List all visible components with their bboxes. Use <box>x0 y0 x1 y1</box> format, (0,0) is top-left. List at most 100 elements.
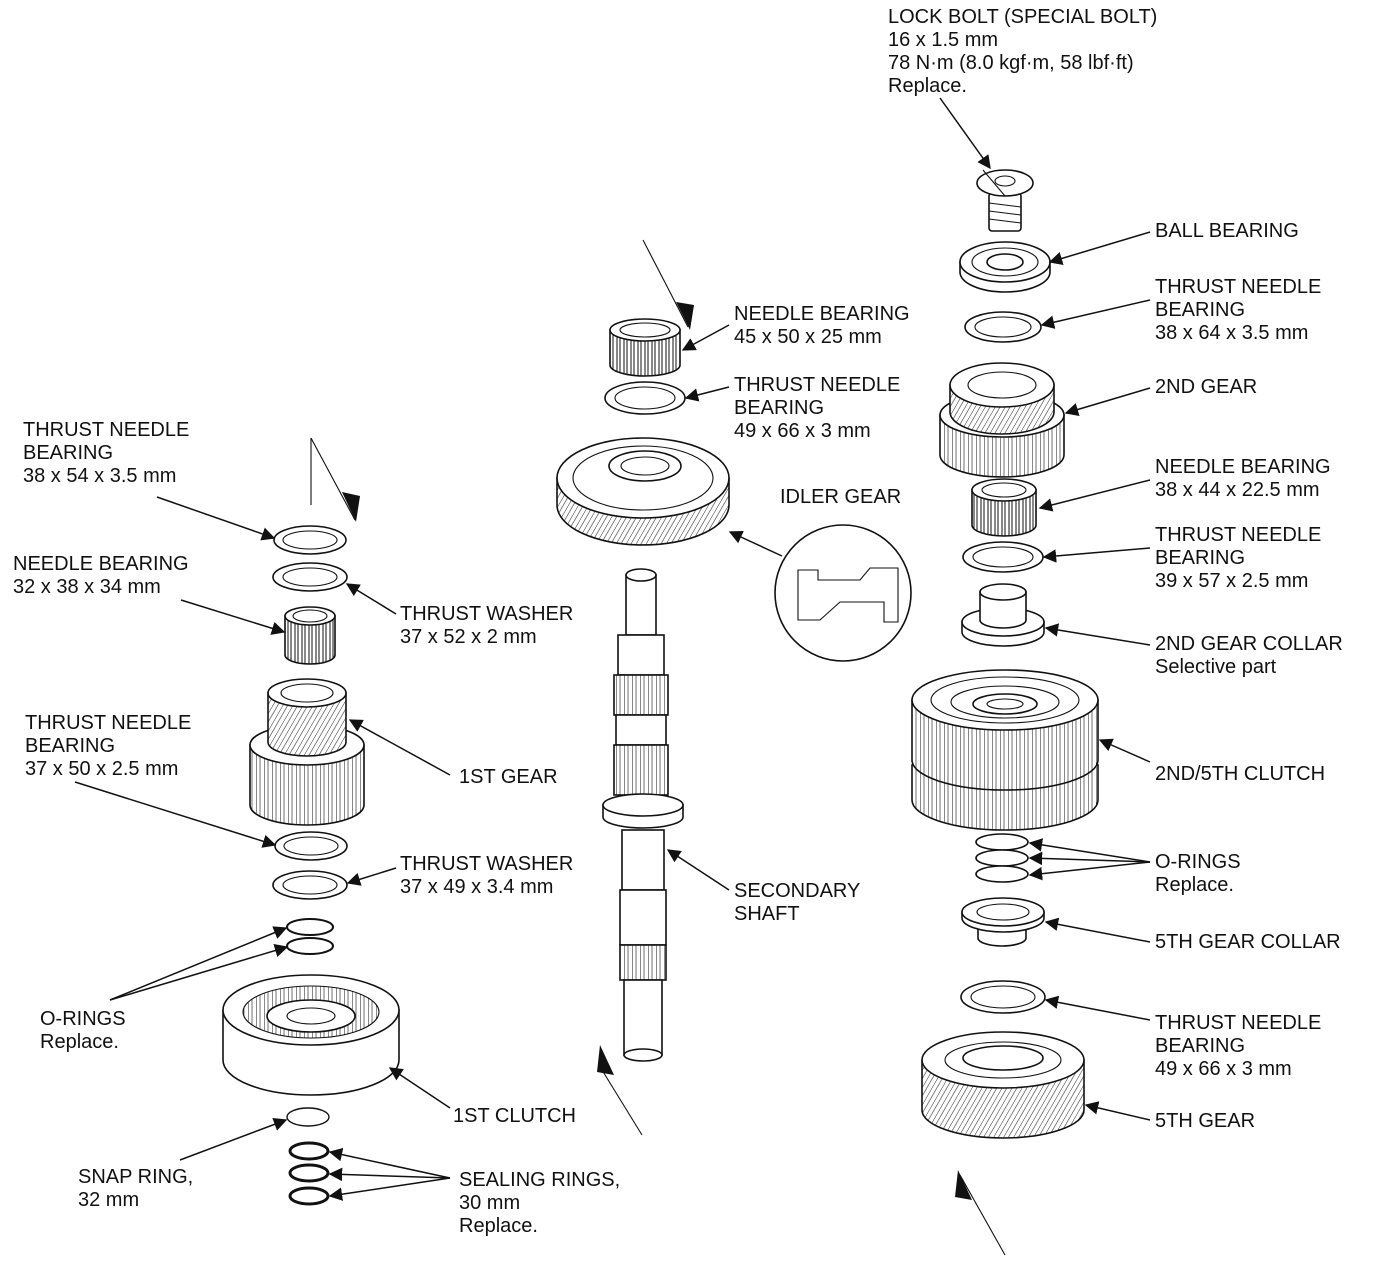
thrust-bearing-49-66-right-part <box>960 980 1046 1014</box>
label-line: THRUST NEEDLE <box>1155 276 1322 298</box>
label-line: 2ND GEAR COLLAR <box>1155 633 1343 655</box>
label-line: 49 x 66 x 3 mm <box>1155 1058 1292 1080</box>
label-second-gear-collar: 2ND GEAR COLLAR Selective part <box>1155 633 1343 679</box>
label-thrust-bearing-49-66-mid: THRUST NEEDLE BEARING 49 x 66 x 3 mm <box>734 374 900 443</box>
label-line: NEEDLE BEARING <box>13 553 189 575</box>
label-line: 5TH GEAR COLLAR <box>1155 931 1341 953</box>
label-thrust-washer-37-52: THRUST WASHER 37 x 52 x 2 mm <box>400 603 573 649</box>
label-thrust-bearing-39-57: THRUST NEEDLE BEARING 39 x 57 x 2.5 mm <box>1155 524 1321 593</box>
label-fifth-gear: 5TH GEAR <box>1155 1110 1255 1133</box>
label-thrust-bearing-37-50: THRUST NEEDLE BEARING 37 x 50 x 2.5 mm <box>25 712 191 781</box>
thrust-bearing-37-50-part <box>274 831 348 861</box>
label-thrust-washer-37-49: THRUST WASHER 37 x 49 x 3.4 mm <box>400 853 573 899</box>
thrust-bearing-49-66-mid-part <box>604 381 686 415</box>
label-o-rings-left: O-RINGS Replace. <box>40 1008 126 1054</box>
thrust-bearing-38-54-part <box>273 525 347 555</box>
label-line: 32 x 38 x 34 mm <box>13 576 161 598</box>
label-line: 37 x 50 x 2.5 mm <box>25 758 179 780</box>
label-first-gear: 1ST GEAR <box>459 766 558 789</box>
label-line: 1ST CLUTCH <box>453 1105 576 1127</box>
ball-bearing-part <box>959 241 1051 293</box>
label-line: 45 x 50 x 25 mm <box>734 326 882 348</box>
needle-bearing-45-50-part <box>609 318 681 377</box>
label-line: 32 mm <box>78 1189 140 1211</box>
label-line: NEEDLE BEARING <box>1155 456 1331 478</box>
label-thrust-bearing-49-66-right: THRUST NEEDLE BEARING 49 x 66 x 3 mm <box>1155 1012 1321 1081</box>
needle-bearing-32-38-part <box>284 606 336 665</box>
label-line: THRUST NEEDLE <box>1155 524 1322 546</box>
label-needle-bearing-38-44: NEEDLE BEARING 38 x 44 x 22.5 mm <box>1155 456 1331 502</box>
label-line: THRUST NEEDLE <box>25 712 192 734</box>
label-line: SHAFT <box>734 903 800 925</box>
label-line: 38 x 54 x 3.5 mm <box>23 465 177 487</box>
label-line: BEARING <box>734 397 825 419</box>
label-line: 2ND/5TH CLUTCH <box>1155 763 1326 785</box>
label-line: 49 x 66 x 3 mm <box>734 420 871 442</box>
label-sealing-rings: SEALING RINGS, 30 mm Replace. <box>459 1169 620 1238</box>
fifth-gear-collar-part <box>961 897 1045 947</box>
label-line: SNAP RING, <box>78 1166 194 1188</box>
secondary-shaft-part <box>602 568 684 1062</box>
fifth-gear-part <box>921 1031 1085 1139</box>
label-line: 37 x 49 x 3.4 mm <box>400 876 554 898</box>
label-line: Replace. <box>888 75 967 97</box>
label-line: SEALING RINGS, <box>459 1169 621 1191</box>
label-needle-bearing-32-38: NEEDLE BEARING 32 x 38 x 34 mm <box>13 553 189 599</box>
label-line: 38 x 44 x 22.5 mm <box>1155 479 1320 501</box>
label-line: THRUST WASHER <box>400 603 574 625</box>
label-line: 5TH GEAR <box>1155 1110 1256 1132</box>
label-fifth-gear-collar: 5TH GEAR COLLAR <box>1155 931 1341 954</box>
label-line: 2ND GEAR <box>1155 376 1258 398</box>
label-line: BEARING <box>23 442 114 464</box>
label-line: NEEDLE BEARING <box>734 303 910 325</box>
second-gear-collar-part <box>961 583 1045 647</box>
label-line: Replace. <box>1155 874 1234 896</box>
idler-gear-part <box>556 437 730 546</box>
lock-bolt-part <box>976 169 1034 232</box>
label-line: IDLER GEAR <box>780 486 902 508</box>
leader-lines <box>74 97 1151 1201</box>
label-line: BEARING <box>25 735 116 757</box>
label-line: SECONDARY <box>734 880 861 902</box>
label-line: BALL BEARING <box>1155 220 1299 242</box>
label-line: 16 x 1.5 mm <box>888 29 999 51</box>
label-thrust-bearing-38-64: THRUST NEEDLE BEARING 38 x 64 x 3.5 mm <box>1155 276 1321 345</box>
label-line: THRUST NEEDLE <box>23 419 190 441</box>
first-clutch-part <box>222 974 400 1096</box>
idler-gear-detail <box>774 524 912 662</box>
label-line: 38 x 64 x 3.5 mm <box>1155 322 1309 344</box>
label-clutch-2-5: 2ND/5TH CLUTCH <box>1155 763 1325 786</box>
o-rings-right-part <box>975 833 1029 883</box>
label-line: THRUST NEEDLE <box>734 374 901 396</box>
label-line: Replace. <box>40 1031 119 1053</box>
label-line: 78 N·m (8.0 kgf·m, 58 lbf·ft) <box>888 52 1134 74</box>
middle-assembly <box>556 239 912 1136</box>
label-line: Selective part <box>1155 656 1277 678</box>
label-lock-bolt: LOCK BOLT (SPECIAL BOLT) 16 x 1.5 mm 78 … <box>888 6 1157 98</box>
label-idler-gear: IDLER GEAR <box>780 486 901 509</box>
thrust-bearing-38-64-part <box>964 311 1042 343</box>
label-line: 39 x 57 x 2.5 mm <box>1155 570 1309 592</box>
label-line: O-RINGS <box>1155 851 1241 873</box>
clutch-2-5-part <box>911 669 1099 831</box>
second-gear-part <box>939 362 1065 478</box>
label-ball-bearing: BALL BEARING <box>1155 220 1299 243</box>
label-line: BEARING <box>1155 1035 1246 1057</box>
right-assembly <box>911 169 1099 1256</box>
thrust-washer-37-49-part <box>272 870 348 900</box>
label-line: 37 x 52 x 2 mm <box>400 626 537 648</box>
first-gear-part <box>249 678 365 826</box>
thrust-washer-37-52-part <box>272 562 348 592</box>
needle-bearing-38-44-part <box>971 478 1037 537</box>
label-secondary-shaft: SECONDARY SHAFT <box>734 880 860 926</box>
left-assembly <box>222 437 400 1206</box>
o-rings-left-part <box>286 918 334 955</box>
label-thrust-bearing-38-54: THRUST NEEDLE BEARING 38 x 54 x 3.5 mm <box>23 419 189 488</box>
label-line: Replace. <box>459 1215 538 1237</box>
label-line: BEARING <box>1155 547 1246 569</box>
thrust-bearing-39-57-part <box>962 541 1044 573</box>
label-line: O-RINGS <box>40 1008 126 1030</box>
label-line: 30 mm <box>459 1192 521 1214</box>
label-o-rings-right: O-RINGS Replace. <box>1155 851 1241 897</box>
